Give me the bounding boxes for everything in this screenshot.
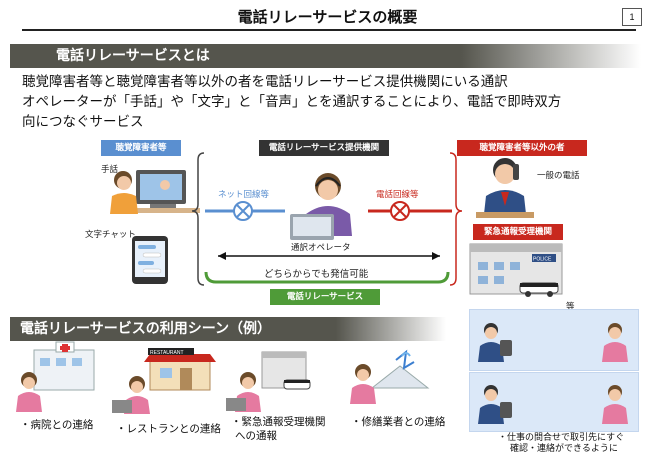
page-number: 1 bbox=[622, 8, 642, 26]
repair-scene-illustration bbox=[350, 349, 430, 404]
hospital-scene-illustration bbox=[16, 341, 95, 412]
page-title: 電話リレーサービスの概要 bbox=[237, 8, 418, 26]
right-bracket bbox=[449, 152, 463, 286]
sign-language-user-illustration bbox=[110, 170, 200, 214]
scene-repair: ・修繕業者との連絡 bbox=[351, 416, 446, 428]
police-sign: POLICE bbox=[533, 257, 552, 263]
description-line: 聴覚障害者等と聴覚障害者等以外の者を電話リレーサービス提供機関にいる通訳 bbox=[22, 74, 508, 90]
emergency-scene-illustration bbox=[226, 351, 311, 412]
intro-heading: 電話リレーサービスとは bbox=[10, 44, 461, 68]
phone-user-illustration bbox=[476, 158, 534, 218]
left-bracket bbox=[191, 152, 205, 286]
tag-relay-provider: 電話リレーサービス提供機関 bbox=[259, 140, 389, 156]
restaurant-scene-illustration bbox=[112, 348, 216, 414]
description-line: オペレーターが「手話」や「文字」と「音声」とを通訳することにより、電話で即時双方 bbox=[22, 94, 562, 110]
tag-emergency-agency: 緊急通報受理機関 bbox=[473, 224, 563, 240]
label-internet-line: ネット回線等 bbox=[218, 190, 270, 200]
scenes-heading-fade bbox=[336, 317, 446, 341]
intro-heading-fade bbox=[461, 44, 641, 68]
label-etc: 等 bbox=[566, 302, 575, 312]
work-caption-line2: 確認・連絡ができるように bbox=[510, 444, 618, 454]
police-station-illustration bbox=[469, 243, 563, 297]
service-description: 聴覚障害者等と聴覚障害者等以外の者を電話リレーサービス提供機関にいる通訳 オペレ… bbox=[22, 72, 652, 132]
scene-emergency: ・緊急通報受理機関 bbox=[231, 416, 326, 428]
scenes-heading: 電話リレーサービスの利用シーン（例） bbox=[10, 317, 336, 341]
label-both-ways: どちらからでも発信可能 bbox=[264, 269, 369, 280]
scene-emergency-line2: への通報 bbox=[235, 430, 277, 442]
title-divider bbox=[22, 29, 636, 31]
operator-illustration bbox=[290, 173, 352, 240]
tag-deaf-users: 聴覚障害者等 bbox=[101, 140, 181, 156]
description-line: 向につなぐサービス bbox=[22, 114, 144, 130]
scene-restaurant: ・レストランとの連絡 bbox=[116, 423, 221, 435]
service-bracket bbox=[204, 271, 450, 284]
restaurant-sign: RESTAURANT bbox=[150, 350, 184, 356]
label-text-chat: 文字チャット bbox=[85, 230, 136, 240]
label-operator: 通訳オペレータ bbox=[291, 243, 351, 253]
scene-hospital: ・病院との連絡 bbox=[20, 419, 94, 431]
smartphone-chat-illustration bbox=[132, 236, 168, 284]
work-caption-line1: ・仕事の問合せで取引先にすぐ bbox=[498, 433, 625, 443]
label-phone-line: 電話回線等 bbox=[376, 190, 419, 200]
label-sign-language: 手話 bbox=[101, 165, 119, 175]
label-general-phone: 一般の電話 bbox=[537, 171, 580, 181]
tag-relay-service: 電話リレーサービス bbox=[270, 289, 380, 305]
tag-hearing-parties: 聴覚障害者等以外の者 bbox=[457, 140, 587, 156]
